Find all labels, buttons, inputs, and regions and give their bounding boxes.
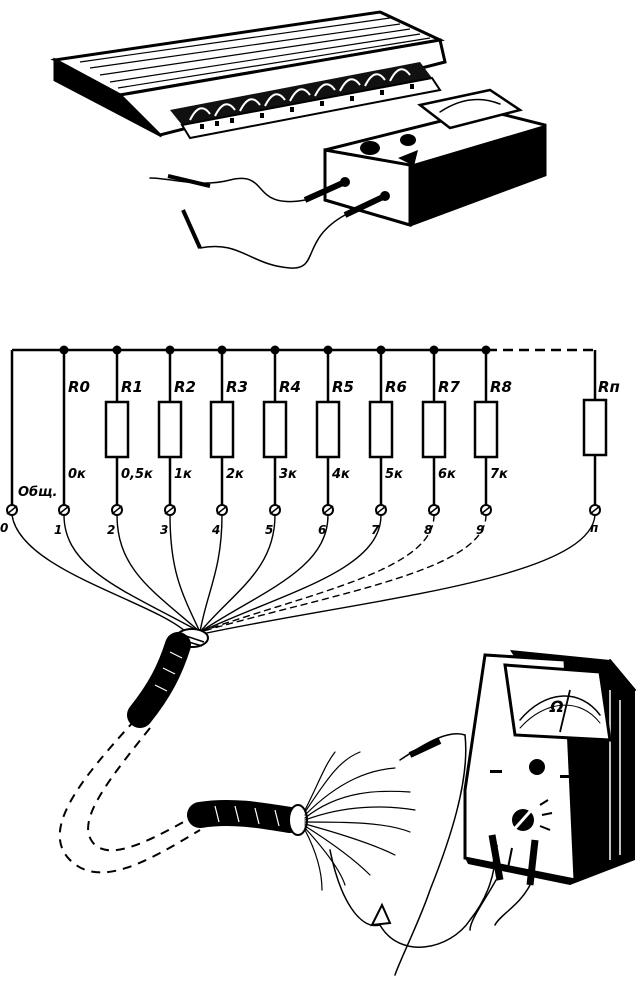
resistor-value: 3к — [279, 467, 298, 482]
harness-wire — [199, 514, 435, 633]
resistor-label: R1 — [121, 378, 143, 396]
resistor-value: 0,5к — [121, 467, 154, 482]
resistor-body — [421, 400, 447, 459]
terminal-label: 6 — [318, 523, 326, 537]
terminal-label: 2 — [107, 523, 115, 537]
terminal-label: 7 — [371, 523, 380, 537]
resistor-value: 1к — [174, 467, 193, 482]
terminal-label: 5 — [265, 523, 273, 537]
harness-wire — [63, 514, 201, 633]
resistor-value: 6к — [438, 467, 457, 482]
resistor-label: R7 — [438, 378, 461, 396]
harness-wire — [199, 514, 276, 633]
tester-top — [149, 88, 547, 269]
common-label: Общ. — [18, 485, 57, 500]
harness-wire — [11, 514, 187, 633]
resistor-body — [368, 400, 394, 459]
resistor-value: 5к — [385, 467, 404, 482]
harness-wire — [199, 514, 382, 633]
connector-block — [50, 10, 447, 140]
terminal-label-0: 0 — [0, 521, 8, 535]
resistor-value: 2к — [226, 467, 245, 482]
terminal-label: 8 — [424, 523, 432, 537]
resistor-label: R2 — [174, 378, 196, 396]
terminal-label-n: п — [590, 521, 598, 535]
resistor-rn-label: Rп — [598, 378, 620, 396]
cable-harness — [58, 628, 496, 976]
resistor-body — [104, 400, 130, 459]
harness-wire — [169, 514, 201, 633]
resistor-body — [315, 400, 341, 459]
resistor-value: 4к — [331, 467, 351, 482]
harness-wire — [116, 514, 201, 633]
terminal-label: 4 — [211, 523, 220, 537]
terminal-label: 3 — [160, 523, 168, 537]
harness-wire — [199, 514, 487, 633]
resistor-label: R6 — [385, 378, 407, 396]
resistor-body — [157, 400, 183, 459]
resistor-label: R3 — [226, 378, 248, 396]
resistor-value: 0к — [68, 467, 87, 482]
harness-wire — [199, 514, 329, 633]
resistor-body — [209, 400, 235, 459]
resistor-label: R4 — [279, 378, 301, 396]
meter-scale-symbol: Ω — [549, 697, 564, 716]
harness-wire — [199, 514, 223, 633]
resistor-body — [262, 400, 288, 459]
harness-wires — [11, 514, 596, 635]
resistor-label: R8 — [490, 378, 512, 396]
resistor-rn-body — [582, 398, 608, 457]
resistor-body — [473, 400, 499, 459]
resistor-schematic: R0 0к 1 R1 0,5к 2 R2 1к 3 R3 2к 4 R4 3к 5 R5 4к 6 R6 5к 7 R7 6… — [6, 345, 608, 537]
terminal-label: 1 — [54, 523, 62, 537]
terminal-label: 9 — [476, 523, 484, 537]
resistor-value: 7к — [490, 467, 509, 482]
tester-bottom: Ω — [463, 650, 636, 931]
harness-wire — [201, 514, 596, 635]
resistor-label: R0 — [68, 378, 90, 396]
resistor-label: R5 — [332, 378, 354, 396]
